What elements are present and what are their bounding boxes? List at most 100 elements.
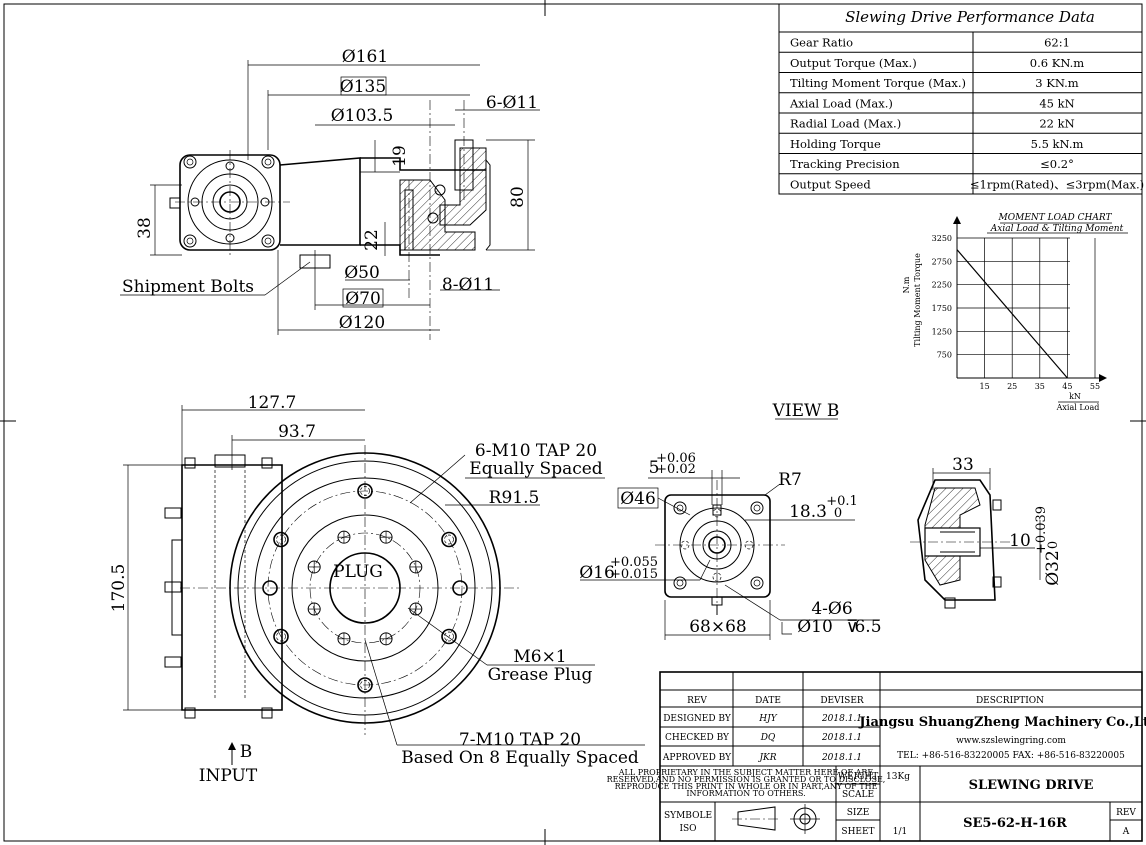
outer-tap-hole: [273, 628, 289, 645]
chart-subtitle: Axial Load & Tilting Moment: [990, 224, 1124, 234]
moment-load-chart: MOMENT LOAD CHART Axial Load & Tilting M…: [902, 213, 1128, 412]
chart-y-tick: 1750: [932, 304, 952, 313]
dim-19: 19: [390, 145, 410, 167]
dim-68x68: 68×68: [689, 617, 747, 637]
tb-description-header: DESCRIPTION: [976, 696, 1044, 706]
tb-symbole: SYMBOLE: [664, 811, 712, 821]
dim-38: 38: [135, 217, 155, 239]
tb-deviser-header: DEVISER: [820, 696, 864, 706]
outer-tap-hole: [273, 531, 289, 548]
m6-label: M6×1: [513, 647, 566, 667]
holes-4x6: 4-Ø6: [811, 599, 852, 619]
projection-cone-icon: [737, 806, 776, 831]
performance-table: Slewing Drive Performance Data Gear Rati…: [778, 3, 1144, 195]
tap1-label: 6-M10 TAP 20: [475, 441, 597, 461]
tb-designed-label: DESIGNED BY: [663, 714, 732, 724]
key-width: 5: [649, 458, 660, 478]
dim-33: 33: [952, 455, 974, 475]
tb-approved-date: 2018.1.1: [821, 753, 862, 763]
tb-sheet: 1/1: [893, 827, 907, 837]
grease-plug-label: Grease Plug: [488, 665, 593, 685]
tap2-label: 7-M10 TAP 20: [459, 730, 581, 750]
tb-model-number: SE5-62-H-16R: [963, 816, 1067, 831]
tb-proprietary-2: RESERVED,AND NO PERMISSION IS GRANTED OR…: [607, 775, 886, 784]
chart-y-tick: 1250: [932, 327, 952, 336]
view-b-arrow-label: B: [240, 742, 253, 762]
tb-designed-date: 2018.1.1: [821, 714, 862, 724]
dim-127-7: 127.7: [248, 393, 297, 413]
performance-title: Slewing Drive Performance Data: [845, 8, 1095, 26]
counterbore-depth: 6.5: [854, 617, 881, 637]
chart-series-line: [956, 249, 1068, 379]
perf-row-value: 22 kN: [1039, 117, 1074, 131]
dim-18-3-tol-upper: +0.1: [826, 494, 858, 509]
dim-16-tol-upper: +0.055: [610, 555, 658, 570]
outer-tap-hole: [262, 580, 278, 596]
tb-phone: TEL: +86-516-83220005 FAX: +86-516-83220…: [897, 751, 1125, 761]
title-block: REV DATE DEVISER DESCRIPTION DESIGNED BY…: [607, 671, 1146, 842]
shipment-bolts-label: Shipment Bolts: [122, 277, 254, 297]
perf-row-label: Axial Load (Max.): [789, 96, 893, 110]
dim-10: 10: [1009, 531, 1031, 551]
perf-row-label: Tracking Precision: [790, 157, 900, 171]
counterbore-10: Ø10: [797, 617, 833, 637]
radius-91-5: R91.5: [489, 488, 540, 508]
dim-170-5: 170.5: [109, 564, 129, 613]
chart-y-unit: N.m: [902, 276, 911, 293]
chart-x-tick: 35: [1035, 382, 1045, 391]
input-label: INPUT: [199, 766, 258, 786]
chart-y-label: Tilting Moment Torque: [913, 253, 922, 347]
perf-row-value: ≤0.2°: [1040, 157, 1074, 171]
tb-proprietary-4: INFORMATION TO OTHERS.: [686, 789, 805, 798]
projection-circle-icon: [790, 804, 820, 834]
tb-designed-by: HJY: [758, 714, 777, 724]
tb-checked-date: 2018.1.1: [821, 733, 862, 743]
shaft-section: 33 10 Ø32 +0.039 0: [910, 455, 1063, 609]
perf-row-value: ≤1rpm(Rated)、≤3rpm(Max.): [970, 177, 1144, 191]
plug-label: PLUG: [333, 562, 383, 582]
tb-rev: A: [1122, 827, 1130, 837]
perf-row-value: 62:1: [1044, 36, 1070, 50]
dim-18-3: 18.3: [789, 502, 827, 522]
tb-approved-label: APPROVED BY: [662, 753, 732, 763]
perf-row-label: Output Speed: [790, 177, 871, 191]
perf-row-value: 3 KN.m: [1035, 76, 1079, 90]
tb-checked-by: DQ: [760, 733, 776, 743]
tb-approved-by: JKR: [757, 753, 776, 763]
tb-checked-label: CHECKED BY: [665, 733, 730, 743]
dim-135: Ø135: [340, 77, 386, 97]
perf-row-value: 45 kN: [1039, 96, 1074, 110]
dim-6x11: 6-Ø11: [486, 93, 538, 113]
outer-tap-hole: [357, 483, 373, 499]
tb-product-name: SLEWING DRIVE: [969, 778, 1094, 793]
tb-size-label: SIZE: [847, 808, 870, 818]
top-section-view: Ø161 Ø135 Ø103.5 6-Ø11 19 80 38 22 Ø50 Ø…: [120, 47, 540, 340]
tb-sheet-label: SHEET: [841, 827, 874, 837]
dim-161: Ø161: [342, 47, 388, 67]
tb-scale-label: SCALE: [842, 790, 874, 800]
tb-proprietary-3: REPRODUCE THIS PRINT IN WHOLE OR IN PART…: [615, 782, 878, 791]
view-b-title: VIEW B: [772, 401, 840, 421]
perf-row-label: Output Torque (Max.): [790, 56, 917, 70]
tb-iso: ISO: [679, 824, 696, 834]
tb-rev-label: REV: [1116, 808, 1136, 818]
chart-x-tick: 15: [980, 382, 990, 391]
chart-y-tick: 2250: [932, 281, 952, 290]
dim-50: Ø50: [344, 263, 380, 283]
dim-103-5: Ø103.5: [331, 106, 394, 126]
dim-120: Ø120: [339, 313, 385, 333]
key-tol-upper: +0.06: [656, 451, 696, 466]
perf-row-value: 0.6 KN.m: [1030, 56, 1085, 70]
tb-proprietary-1: ALL PROPRIETARY IN THE SUBJECT MATTER HE…: [618, 768, 874, 777]
dim-8x11: 8-Ø11: [442, 275, 494, 295]
dim-16-tol-lower: +0.015: [610, 567, 658, 582]
dim-32-tol-lower: 0: [1046, 541, 1061, 549]
tb-weight: 13Kg: [886, 772, 910, 782]
tap2-spacing: Based On 8 Equally Spaced: [401, 748, 639, 768]
chart-x-tick: 55: [1090, 382, 1100, 391]
dim-22: 22: [362, 229, 382, 251]
dim-46: Ø46: [620, 489, 656, 509]
tb-website: www.szslewingring.com: [956, 736, 1066, 746]
dim-16: Ø16: [579, 563, 615, 583]
